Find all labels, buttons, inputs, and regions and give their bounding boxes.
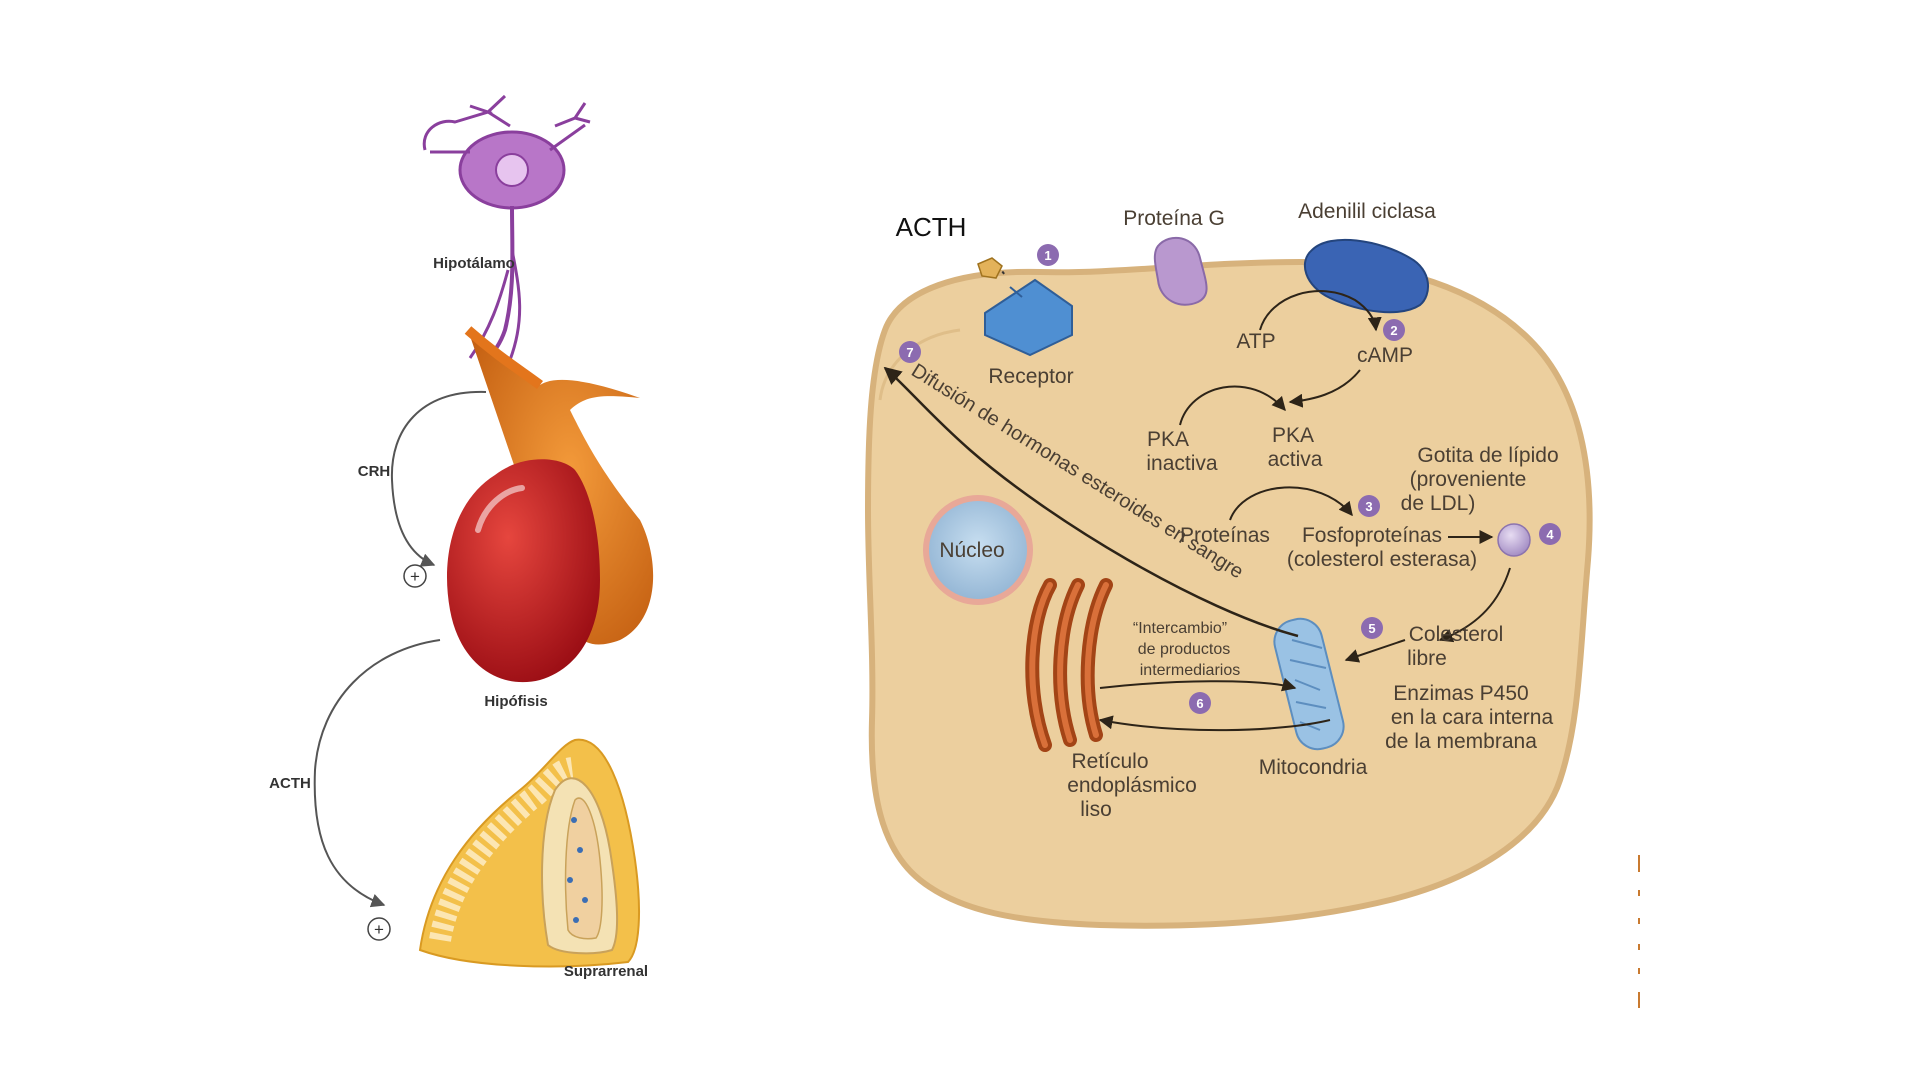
diffusion-arrow — [883, 366, 1299, 638]
receptor-icon — [977, 257, 1073, 357]
pituitary-label: Hipófisis — [484, 693, 547, 710]
pka-inactive-label-2: inactiva — [1146, 452, 1218, 475]
pka-active-label-2: activa — [1268, 448, 1323, 471]
lipid-droplet-icon — [1497, 523, 1531, 557]
pituitary-gland-icon — [447, 326, 654, 683]
ser-label-2: endoplásmico — [1067, 774, 1197, 797]
plus-2-label: + — [374, 920, 384, 939]
p450-label-1: Enzimas P450 — [1393, 682, 1528, 705]
exchange-label-3: intermediarios — [1140, 662, 1240, 679]
phosphoproteins-label-1: Fosfoproteínas — [1302, 524, 1442, 547]
adrenal-label: Suprarrenal — [564, 963, 648, 980]
cell-body — [864, 258, 1593, 929]
step-3-label: 3 — [1365, 499, 1372, 514]
p450-label-3: de la membrana — [1385, 730, 1537, 753]
plus-1-label: + — [410, 567, 420, 586]
p450-label-2: en la cara interna — [1391, 706, 1554, 729]
exchange-label-2: de productos — [1138, 641, 1231, 658]
free-cholesterol-label-1: Colesterol — [1409, 623, 1504, 646]
phosphoproteins-label-2: (colesterol esterasa) — [1287, 548, 1477, 571]
droplet-to-cholesterol-arrow — [1438, 567, 1511, 643]
acth-title-label: ACTH — [896, 212, 967, 242]
acth-left-label: ACTH — [269, 775, 311, 792]
pka-inactive-label-1: PKA — [1147, 428, 1189, 451]
proteins-label: Proteínas — [1180, 524, 1270, 547]
hpa-axis-panel: Hipotálamo Hipófisis CRH + ACTH + — [269, 94, 654, 980]
step-5-label: 5 — [1368, 621, 1375, 636]
nucleus-icon — [923, 495, 1033, 605]
cholesterol-to-mito-arrow — [1344, 639, 1406, 663]
step-7-label: 7 — [906, 345, 913, 360]
ser-label-3: liso — [1080, 798, 1112, 821]
step-4-label: 4 — [1546, 527, 1554, 542]
step-1-label: 1 — [1044, 248, 1051, 263]
pka-active-label-1: PKA — [1272, 424, 1314, 447]
acth-arrow — [313, 639, 441, 908]
hypothalamus-label: Hipotálamo — [433, 255, 515, 272]
lipid-droplet-label-1: Gotita de lípido — [1417, 444, 1558, 467]
free-cholesterol-label-2: libre — [1407, 647, 1447, 670]
stimulation-2-icon — [367, 917, 391, 941]
step-badges: 1 2 3 4 5 6 7 — [899, 244, 1561, 714]
steroidogenesis-cell-panel: Receptor ACTH Proteína G Adenilil ciclas… — [864, 200, 1640, 1008]
exchange-label-1: “Intercambio” — [1133, 620, 1227, 637]
stimulation-1-icon — [403, 564, 427, 588]
step-6-label: 6 — [1196, 696, 1203, 711]
lipid-droplet-label-3: de LDL) — [1401, 492, 1476, 515]
hypothalamus-neuron-icon — [422, 94, 591, 364]
step-2-label: 2 — [1390, 323, 1397, 338]
nucleus-label: Núcleo — [939, 539, 1004, 562]
smooth-er-icon — [1025, 578, 1113, 752]
crh-label: CRH — [358, 463, 391, 480]
camp-label: cAMP — [1357, 344, 1413, 367]
mito-to-er-arrow — [1098, 715, 1331, 732]
adenylyl-cyclase-label: Adenilil ciclasa — [1298, 200, 1436, 223]
atp-to-camp-arrow — [1259, 290, 1382, 332]
adenylyl-cyclase-icon — [1303, 238, 1430, 314]
atp-label: ATP — [1236, 330, 1275, 353]
camp-to-pka-arrow — [1288, 369, 1361, 408]
g-protein-label: Proteína G — [1123, 207, 1225, 230]
crh-arrow — [390, 390, 487, 567]
ser-label-1: Retículo — [1071, 750, 1148, 773]
receptor-label: Receptor — [988, 365, 1073, 388]
er-to-mito-arrow — [1099, 677, 1297, 692]
pka-activation-arrow — [1179, 385, 1286, 426]
g-protein-icon — [1153, 236, 1208, 306]
adrenal-gland-icon — [418, 738, 641, 968]
lipid-droplet-label-2: (proveniente — [1410, 468, 1527, 491]
phosphorylation-arrow — [1229, 486, 1353, 521]
mitochondria-label: Mitocondria — [1259, 756, 1368, 779]
